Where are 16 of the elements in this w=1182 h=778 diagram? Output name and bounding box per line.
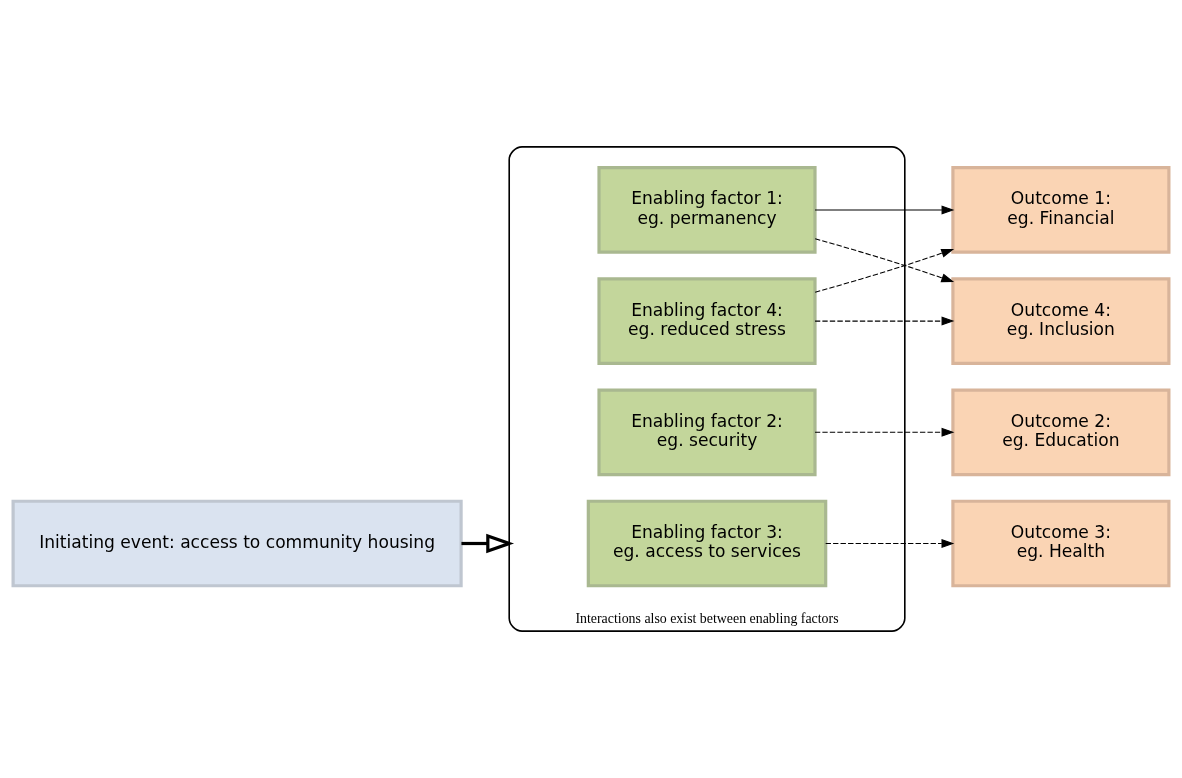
node-box: Enabling factor 1: eg. permanency xyxy=(597,166,817,254)
arrow xyxy=(814,248,955,293)
arrow xyxy=(814,205,955,215)
node-box: Enabling factor 4: eg. reduced stress xyxy=(597,277,817,365)
node-box: Enabling factor 3: eg. access to services xyxy=(586,499,828,588)
node-box: Outcome 4: eg. Inclusion xyxy=(951,277,1171,365)
arrow xyxy=(825,539,955,548)
node-box: Outcome 1: eg. Financial xyxy=(951,166,1171,254)
arrow xyxy=(814,427,955,437)
node-box: Enabling factor 2: eg. security xyxy=(597,388,817,477)
arrow xyxy=(814,238,955,283)
node-box: Outcome 3: eg. Health xyxy=(951,499,1171,588)
node-box: Initiating event: access to community housing xyxy=(11,499,463,588)
arrow xyxy=(814,316,955,326)
arrow xyxy=(461,533,515,554)
node-box: Outcome 2: eg. Education xyxy=(951,388,1171,477)
